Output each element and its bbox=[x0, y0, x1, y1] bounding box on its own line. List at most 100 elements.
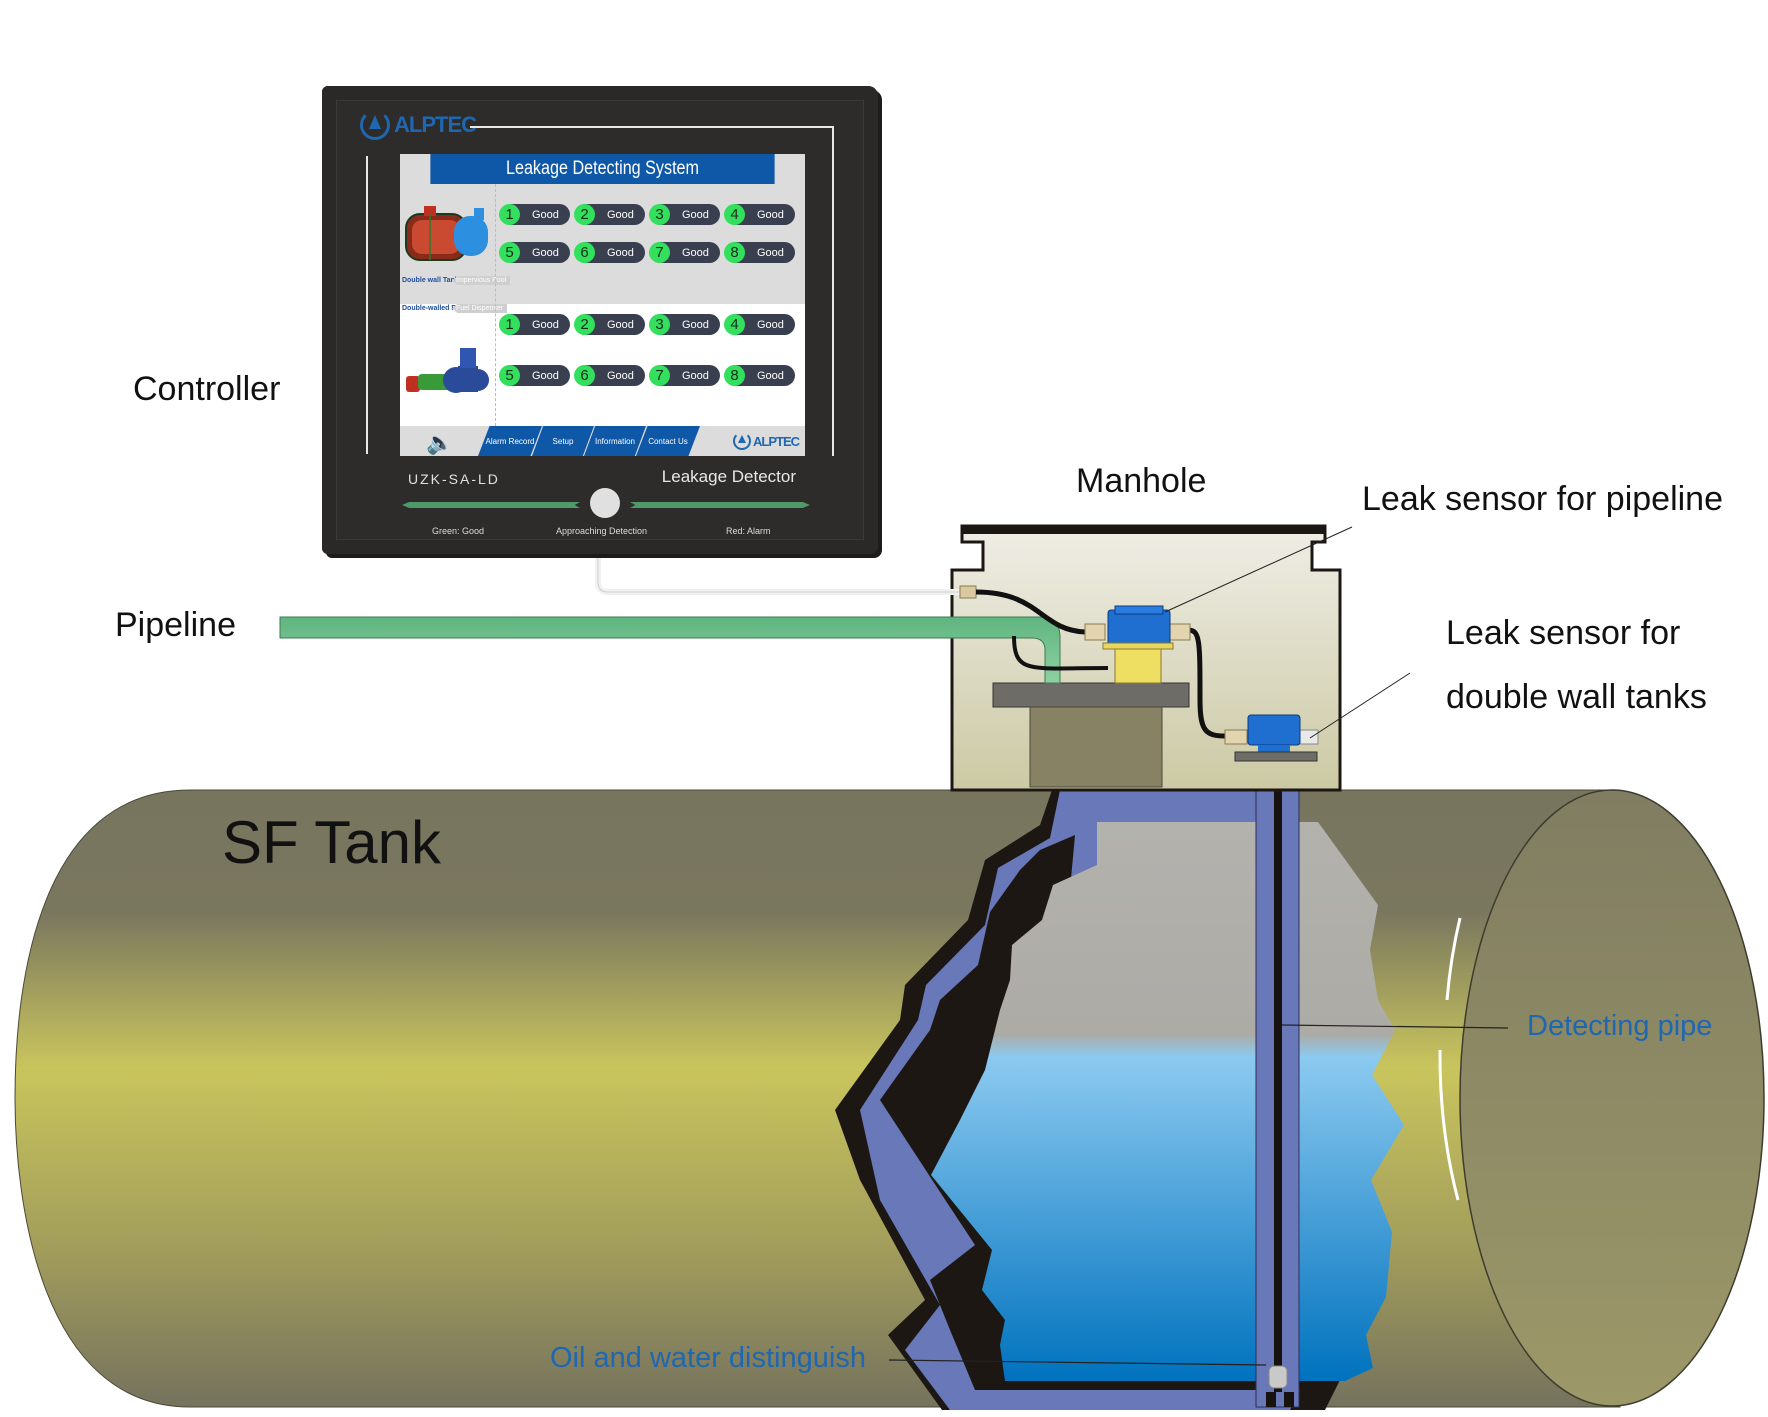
double-walled-pipe-icon bbox=[406, 348, 489, 393]
oil-water-label: Oil and water distinguish bbox=[550, 1342, 866, 1374]
channel-status-text: Good bbox=[532, 318, 559, 331]
tank-end-cap bbox=[1459, 789, 1765, 1407]
sensor-cable-3 bbox=[1187, 627, 1226, 739]
pipeline-label: Pipeline bbox=[115, 606, 236, 644]
screen-title: Leakage Detecting System bbox=[430, 154, 775, 184]
channel-status-text: Good bbox=[757, 369, 784, 382]
channel-number: 5 bbox=[499, 242, 520, 263]
tab-impervious-pool[interactable]: Impervious Pool bbox=[452, 276, 511, 285]
sensor-cable-2 bbox=[1012, 635, 1109, 671]
legend-green: Green: Good bbox=[432, 526, 485, 536]
brand-logo: ALPTEC bbox=[360, 110, 477, 140]
channel-number: 8 bbox=[724, 365, 745, 386]
legend-approaching: Approaching Detection bbox=[556, 526, 648, 536]
detecting-pipe-label: Detecting pipe bbox=[1527, 1010, 1713, 1042]
channel-status[interactable]: 1 Good bbox=[499, 204, 570, 225]
tank-sensor-label-line2: double wall tanks bbox=[1446, 678, 1707, 716]
screen-brand-logo: ALPTEC bbox=[733, 432, 800, 450]
pipeline-sensor-label: Leak sensor for pipeline bbox=[1362, 480, 1724, 518]
tab-double-walled-pipe[interactable]: Double-walled Pipe bbox=[402, 305, 467, 312]
channel-status[interactable]: 5 Good bbox=[499, 365, 570, 386]
channel-number: 1 bbox=[499, 314, 520, 335]
bezel-line bbox=[366, 156, 368, 454]
sensor-cable-1 bbox=[975, 589, 1086, 635]
channel-status-text: Good bbox=[532, 369, 559, 382]
status-led bbox=[590, 488, 620, 518]
screen-nav-bar: 🔈 Alarm Record Setup Information Contact… bbox=[400, 426, 805, 456]
nav-information[interactable]: Information bbox=[584, 426, 646, 456]
alptec-logo-icon bbox=[733, 432, 751, 450]
channel-number: 2 bbox=[574, 204, 595, 225]
status-bar-left bbox=[402, 502, 580, 508]
section-divider bbox=[495, 184, 496, 426]
channel-status-text: Good bbox=[532, 246, 559, 259]
channel-status-text: Good bbox=[682, 318, 709, 331]
channel-number: 6 bbox=[574, 242, 595, 263]
channel-status[interactable]: 6 Good bbox=[574, 365, 645, 386]
bezel-line bbox=[470, 126, 834, 128]
base-plate bbox=[992, 682, 1190, 708]
channel-number: 5 bbox=[499, 365, 520, 386]
channel-status-text: Good bbox=[757, 318, 784, 331]
tank-leak-sensor bbox=[1224, 714, 1319, 762]
channel-number: 7 bbox=[649, 365, 670, 386]
channel-status[interactable]: 8 Good bbox=[724, 365, 795, 386]
status-bar-right bbox=[630, 502, 810, 508]
touch-screen[interactable]: Leakage Detecting System Double wall Tan… bbox=[400, 154, 805, 456]
brand-name: ALPTEC bbox=[394, 112, 477, 137]
channel-status[interactable]: 2 Good bbox=[574, 204, 645, 225]
oil-water-probe bbox=[1268, 1365, 1288, 1389]
channel-status[interactable]: 3 Good bbox=[649, 314, 720, 335]
channel-status-text: Good bbox=[607, 369, 634, 382]
tank-sensor-label-line1: Leak sensor for bbox=[1446, 614, 1681, 652]
model-number: UZK-SA-LD bbox=[408, 471, 500, 487]
channel-status-text: Good bbox=[757, 246, 784, 259]
nav-alarm-record[interactable]: Alarm Record bbox=[478, 426, 542, 456]
channel-status-text: Good bbox=[607, 246, 634, 259]
speaker-icon[interactable]: 🔈 bbox=[426, 430, 454, 455]
double-wall-tank-icon bbox=[405, 206, 488, 261]
tab-double-wall-tank[interactable]: Double wall Tank bbox=[402, 277, 459, 284]
nav-setup[interactable]: Setup bbox=[532, 426, 594, 456]
channel-number: 1 bbox=[499, 204, 520, 225]
pipeline bbox=[279, 616, 1061, 684]
channel-number: 6 bbox=[574, 365, 595, 386]
nav-contact-us[interactable]: Contact Us bbox=[636, 426, 700, 456]
channel-status-text: Good bbox=[532, 208, 559, 221]
tab-fuel-dispenser[interactable]: Fuel Dispenser bbox=[452, 304, 508, 313]
channel-status-text: Good bbox=[607, 318, 634, 331]
channel-status-text: Good bbox=[682, 208, 709, 221]
channel-number: 4 bbox=[724, 204, 745, 225]
channel-status[interactable]: 8 Good bbox=[724, 242, 795, 263]
channel-status[interactable]: 3 Good bbox=[649, 204, 720, 225]
channel-status[interactable]: 2 Good bbox=[574, 314, 645, 335]
alptec-logo-icon bbox=[360, 110, 390, 140]
channel-number: 8 bbox=[724, 242, 745, 263]
channel-status[interactable]: 4 Good bbox=[724, 204, 795, 225]
sf-tank-label: SF Tank bbox=[222, 809, 441, 876]
channel-status[interactable]: 5 Good bbox=[499, 242, 570, 263]
channel-status[interactable]: 1 Good bbox=[499, 314, 570, 335]
channel-number: 3 bbox=[649, 204, 670, 225]
controller-label: Controller bbox=[133, 370, 281, 408]
channel-number: 2 bbox=[574, 314, 595, 335]
pipeline-leak-sensor bbox=[1084, 605, 1191, 684]
channel-status-text: Good bbox=[757, 208, 784, 221]
bezel-line bbox=[832, 126, 834, 456]
product-name: Leakage Detector bbox=[661, 467, 796, 486]
signal-cable bbox=[595, 554, 960, 595]
channel-status-text: Good bbox=[607, 208, 634, 221]
channel-status-text: Good bbox=[682, 246, 709, 259]
legend-red: Red: Alarm bbox=[726, 526, 771, 536]
channel-status[interactable]: 6 Good bbox=[574, 242, 645, 263]
channel-number: 3 bbox=[649, 314, 670, 335]
cutaway-interstitial bbox=[860, 790, 1330, 1410]
